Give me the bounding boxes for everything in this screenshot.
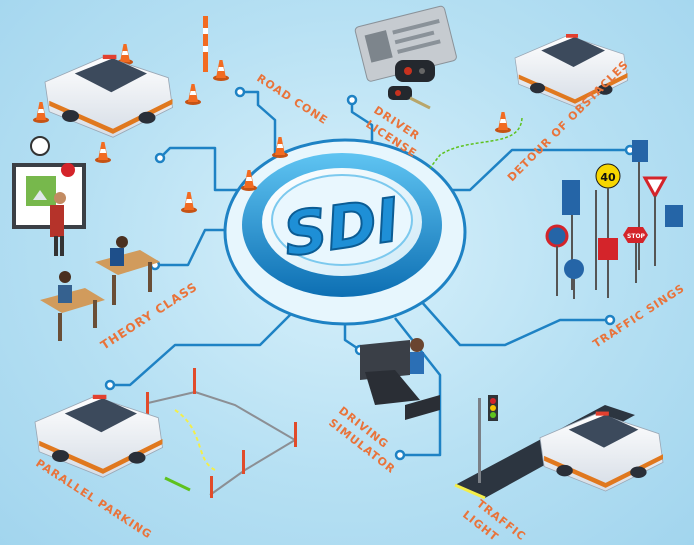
- connector-lines: [110, 90, 630, 457]
- stop-sign-text: STOP: [627, 233, 646, 240]
- road-cone-icon: [33, 16, 288, 213]
- label-road-cone: ROAD CONE: [254, 72, 330, 128]
- parking-path-arrow: [174, 409, 216, 471]
- sdi-logo-text: SDI: [279, 185, 403, 270]
- student-icon: [40, 236, 160, 341]
- sdi-logo: SDI: [223, 138, 467, 326]
- traffic-sign-icon: 40 STOP: [545, 140, 683, 299]
- car-key-icon: [388, 60, 435, 110]
- police-car-icon: [44, 54, 173, 138]
- detour-arrow: [429, 117, 523, 169]
- police-car-icon: [539, 411, 664, 492]
- teacher-icon: [12, 136, 86, 256]
- parking-post-icon: [146, 368, 297, 498]
- label-traffic-signs: TRAFFIC SINGS: [591, 282, 688, 351]
- speed-limit-text: 40: [600, 171, 616, 184]
- parking-path-arrow: [164, 476, 191, 492]
- simulator-icon: [360, 338, 440, 420]
- road-cone-icon: [495, 112, 511, 133]
